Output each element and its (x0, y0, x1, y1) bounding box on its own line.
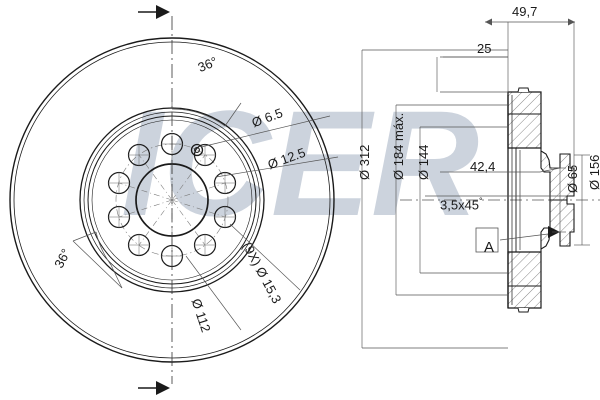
section-dim-25: 25 (477, 41, 492, 56)
section-view-geometry (400, 87, 600, 313)
section-dim-312: Ø 312 (357, 144, 372, 180)
section-dim-chamfer: 3,5x45° (440, 196, 483, 213)
friction-ring-lower (507, 251, 542, 313)
section-dim-144: Ø 144 (416, 144, 431, 180)
hat-section-upper (540, 148, 575, 201)
front-view-geometry (9, 16, 339, 384)
dimension-lines (361, 18, 590, 349)
section-dim-49-7: 49,7 (512, 4, 538, 19)
section-datum-a: A (484, 239, 495, 256)
datum-a-box (475, 227, 499, 253)
section-dim-184: Ø 184 máx. (391, 112, 406, 180)
section-arrow-bottom (138, 381, 170, 395)
hat-section-lower (540, 199, 575, 252)
section-arrow-top (138, 5, 170, 19)
friction-ring-upper (507, 87, 542, 149)
section-dim-42-4: 42,4 (470, 159, 496, 174)
section-dim-65: Ø 65 (565, 164, 580, 193)
section-dim-156: Ø 156 (587, 154, 600, 190)
locating-hole-6-5 (190, 143, 204, 157)
